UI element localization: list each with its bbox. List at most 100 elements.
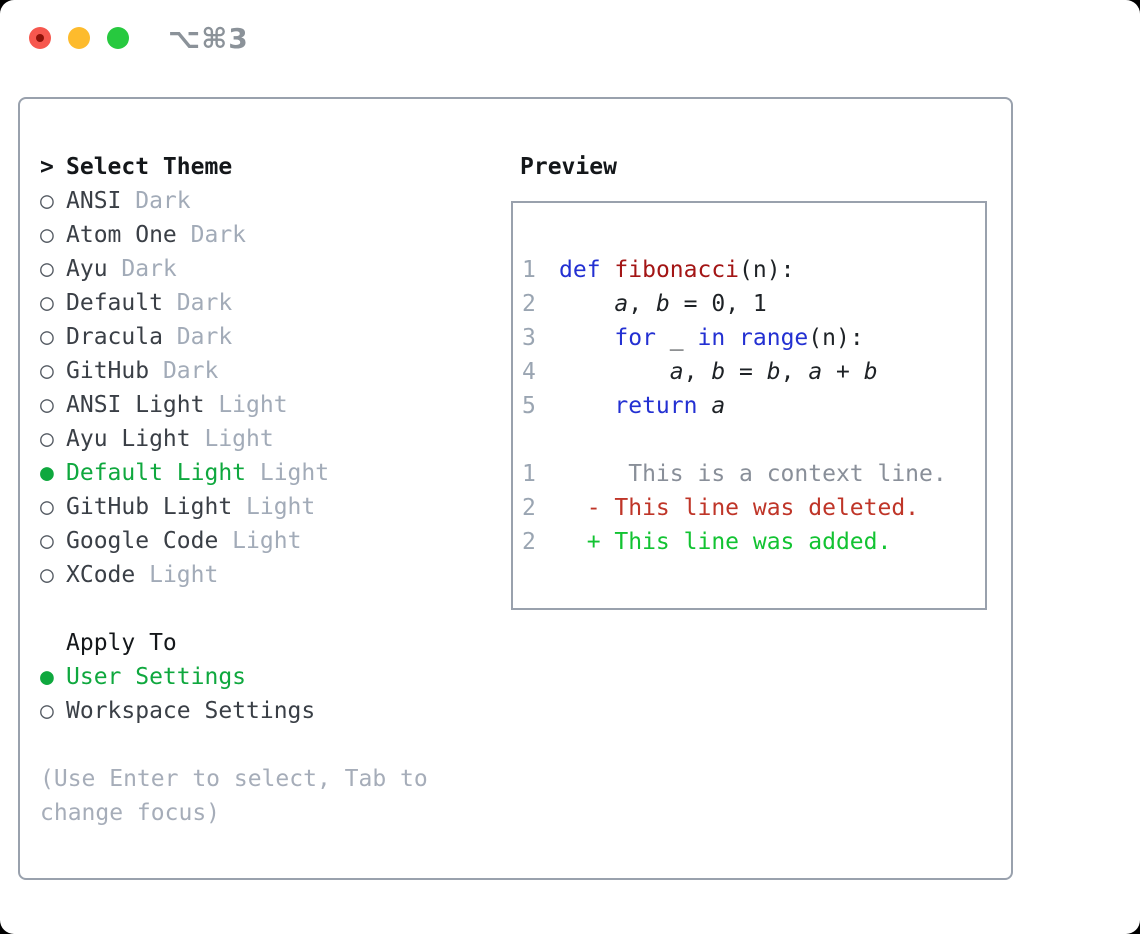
theme-variant: Dark [149,358,219,384]
code-token: b [655,291,670,317]
theme-list: ○ANSI Dark○Atom One Dark○Ayu Dark○Defaul… [40,184,500,592]
theme-variant: Dark [162,290,233,316]
apply-option-user-settings[interactable]: ●User Settings [40,660,500,694]
theme-option-ayu[interactable]: ○ Ayu Dark [40,252,500,286]
spacer [40,728,500,762]
theme-option-dracula[interactable]: ○Dracula Dark [40,320,500,354]
select-theme-title: Select Theme [66,154,233,180]
theme-name: Default Light [66,460,247,486]
theme-name: GitHub [66,358,150,384]
radio-icon: ○ [40,358,54,384]
code-line: 5 return a [522,389,985,423]
diff-text: This is a context line. [559,461,947,487]
theme-name: ANSI [66,188,122,214]
line-number: 2 [522,529,536,555]
theme-option-github[interactable]: ○ GitHub Dark [40,354,500,388]
theme-variant: Dark [176,222,247,248]
code-line: 4 a, b = b, a + b [522,355,985,389]
code-token: a [614,291,629,317]
code-token: fibonacci [614,257,740,283]
apply-option-workspace-settings[interactable]: ○ Workspace Settings [40,694,500,728]
theme-variant: Dark [121,188,191,214]
line-number: 1 [522,257,536,283]
theme-option-github-light[interactable]: ○GitHub Light Light [40,490,500,524]
code-token: _ [655,325,698,351]
apply-option-label: Workspace Settings [66,698,316,724]
radio-icon: ○ [40,222,54,248]
theme-name: Atom One [66,222,177,248]
radio-icon: ○ [40,528,54,554]
apply-option-label: User Settings [66,664,247,690]
prompt-icon: > [40,154,54,180]
radio-icon: ○ [40,188,54,214]
diff-text: + This line was added. [559,529,892,555]
theme-option-xcode[interactable]: ○XCode Light [40,558,500,592]
code-token: a [808,359,823,385]
code-token: (n): [739,257,795,283]
apply-to-title: Apply To [66,630,177,656]
radio-icon: ● [40,460,54,486]
code-token [725,325,739,351]
code-line: 1 def fibonacci(n): [522,253,985,287]
theme-variant: Light [190,426,274,452]
code-token [559,393,614,419]
theme-option-default-light[interactable]: ● Default Light Light [40,456,500,490]
zoom-button[interactable] [107,27,129,49]
code-token: for [614,325,656,351]
theme-name: Ayu [66,256,108,282]
theme-list-column: >Select Theme ○ANSI Dark○Atom One Dark○A… [40,150,500,830]
code-token: b [766,359,781,385]
traffic-lights [29,27,129,49]
theme-name: Dracula [66,324,163,350]
preview-column: Preview 1 def fibonacci(n): 2 a, b = 0, 1 3… [511,150,987,610]
theme-option-ayu-light[interactable]: ○Ayu Light Light [40,422,500,456]
code-token: , [780,359,809,385]
diff-text: - This line was deleted. [559,495,920,521]
code-token [559,325,614,351]
minimize-button[interactable] [68,27,90,49]
theme-picker-panel: >Select Theme ○ANSI Dark○Atom One Dark○A… [18,97,1013,880]
theme-option-ansi[interactable]: ○ ANSI Dark [40,184,500,218]
line-number: 5 [522,393,536,419]
code-token [559,359,670,385]
code-token: range [739,325,809,351]
theme-variant: Light [218,528,302,554]
line-number: 2 [522,291,536,317]
theme-option-default[interactable]: ○Default Dark [40,286,500,320]
code-token: a [711,393,726,419]
apply-to-indent [40,626,66,660]
line-number: 3 [522,325,536,351]
code-line: 2 a, b = 0, 1 [522,287,985,321]
code-token: = 0, 1 [669,291,767,317]
code-token: def [559,257,601,283]
radio-icon: ○ [40,426,54,452]
radio-icon: ○ [40,698,54,724]
theme-option-ansi-light[interactable]: ○ANSI Light Light [40,388,500,422]
preview-title: Preview [520,154,617,180]
code-token [559,291,614,317]
radio-icon: ○ [40,562,54,588]
select-theme-header: > Select Theme [40,150,500,184]
theme-variant: Light [135,562,219,588]
theme-option-atom-one[interactable]: ○ Atom One Dark [40,218,500,252]
code-token: b [711,359,726,385]
code-token [601,257,615,283]
code-token [697,393,711,419]
theme-variant: Dark [107,256,177,282]
close-button[interactable] [29,27,51,49]
code-token: , [683,359,712,385]
theme-option-google-code[interactable]: ○Google Code Light [40,524,500,558]
spacer [40,592,500,626]
diff-sample: 1 This is a context line. 2 - This line w… [522,457,985,559]
radio-icon: ○ [40,324,54,350]
hint-text-line2: change focus) [40,800,221,826]
theme-variant: Light [246,460,330,486]
diff-line-deleted: 2 - This line was deleted. [522,491,985,525]
theme-variant: Light [232,494,316,520]
theme-name: GitHub Light [66,494,233,520]
line-number: 1 [522,461,536,487]
code-token: return [614,393,698,419]
radio-icon: ○ [40,256,54,282]
